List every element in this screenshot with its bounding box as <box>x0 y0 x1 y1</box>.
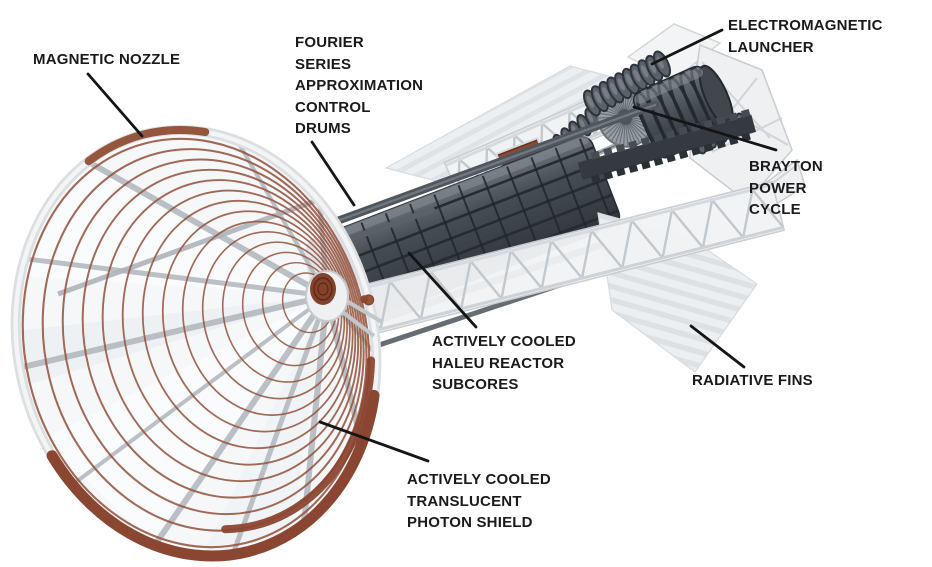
label-radiative-fins: RADIATIVE FINS <box>692 372 813 389</box>
label-em-launcher: ELECTROMAGNETIC LAUNCHER <box>728 17 883 56</box>
nozzle-coil-inner <box>42 142 376 534</box>
leader-reactor-subcores <box>407 251 478 329</box>
label-photon-shield: ACTIVELY COOLED TRANSLUCENT PHOTON SHIEL… <box>407 471 551 531</box>
leader-radiative-fins <box>689 324 746 369</box>
leader-magnetic-nozzle <box>86 72 144 138</box>
leader-lines <box>86 28 778 463</box>
label-brayton: BRAYTON POWER CYCLE <box>749 158 823 218</box>
leader-brayton <box>632 105 778 152</box>
label-reactor-subcores: ACTIVELY COOLED HALEU REACTOR SUBCORES <box>432 333 576 393</box>
label-magnetic-nozzle: MAGNETIC NOZZLE <box>33 51 181 68</box>
label-control-drums: FOURIER SERIES APPROXIMATION CONTROL DRU… <box>295 34 424 137</box>
leader-photon-shield <box>318 420 430 463</box>
leader-em-launcher <box>650 28 724 66</box>
magnetic-nozzle-cone <box>10 124 384 562</box>
nozzle-coil-top <box>11 125 381 561</box>
leader-control-drums <box>310 140 356 207</box>
